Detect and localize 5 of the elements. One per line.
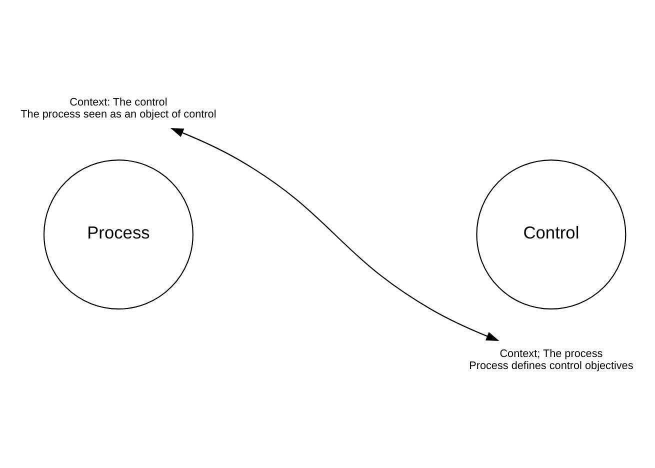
node-text: Context; The process Process defines control objectives <box>469 347 634 372</box>
node-circle: Process <box>43 158 194 310</box>
node-text: Context: The control The process seen as an object of control <box>20 96 216 120</box>
arrow <box>170 127 500 341</box>
node-circle: Control <box>476 158 626 310</box>
